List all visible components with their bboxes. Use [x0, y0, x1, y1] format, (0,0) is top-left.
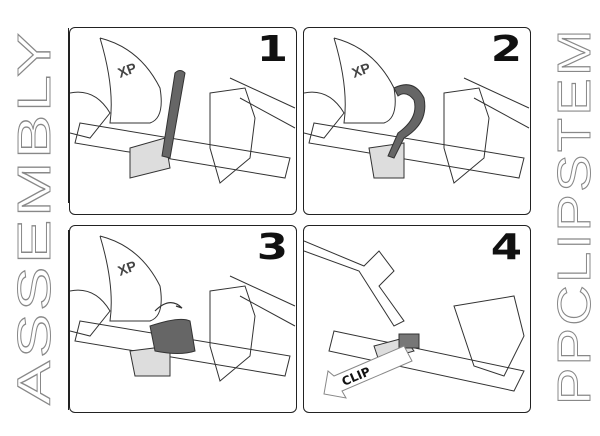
step-number: 2 [490, 29, 522, 70]
step-number: 3 [256, 227, 288, 268]
assembly-label: ASSEMBLY [8, 30, 60, 405]
svg-text:XP: XP [116, 257, 139, 278]
step-number: 1 [256, 29, 288, 70]
step-panel-4: CLIP 4 [303, 225, 531, 413]
detector-illustration: XP [70, 37, 296, 184]
left-vertical-title: ASSEMBLY [0, 0, 61, 436]
detector-illustration: XP [304, 37, 530, 184]
svg-text:XP: XP [116, 59, 139, 80]
step-panel-1: XP 1 [69, 27, 297, 215]
divider-line [68, 230, 69, 410]
clip-arrow: CLIP [323, 345, 413, 399]
step-panel-2: XP 2 [303, 27, 531, 215]
detector-illustration: XP [70, 235, 296, 382]
right-vertical-title: PPCLIPSTEM [540, 0, 600, 436]
step-number: 4 [490, 227, 522, 268]
svg-text:XP: XP [350, 59, 373, 80]
step-panel-3: XP 3 [69, 225, 297, 413]
detector-illustration: CLIP [304, 240, 525, 399]
divider-line [68, 28, 69, 203]
ppclipstem-label: PPCLIPSTEM [548, 27, 600, 405]
